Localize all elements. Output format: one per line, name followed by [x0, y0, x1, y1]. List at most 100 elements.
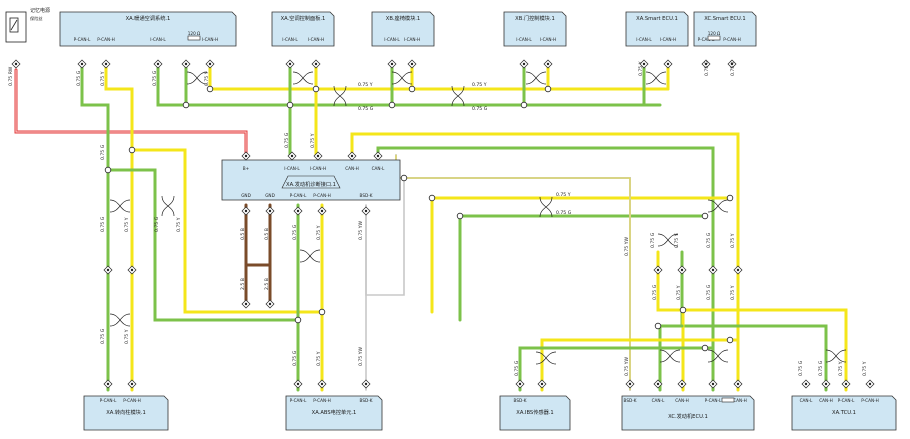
connector-pin-dot [296, 382, 300, 386]
wire-label: 0.75 G [292, 350, 298, 366]
fuse-box: 记忆电源 保险丝 [5, 7, 50, 43]
wire-label: 0.75 Y [838, 361, 844, 376]
twist-icon [659, 349, 681, 363]
wire-label: 0.75 Y [176, 217, 182, 232]
top-bus-green [184, 66, 662, 107]
connector-pin-dot [546, 62, 550, 66]
wire-label: 0.75 Y [862, 361, 868, 376]
wire-label: 0.75 Y [310, 133, 316, 148]
module-name: XA.暖通空调系统.1 [126, 14, 171, 22]
wire-label: 0.75 G [556, 210, 572, 216]
connector-pin-dot [320, 382, 324, 386]
twist-icon [161, 195, 175, 217]
connector-pin-dot [642, 62, 646, 66]
module-name: XA.TCU.1 [832, 410, 856, 416]
pin-label: P-CAN-H [723, 37, 741, 42]
connector-pin-dot [376, 154, 380, 158]
sensor-green [518, 346, 715, 392]
junction-dot [456, 212, 464, 220]
wire-label: 0.75 G [284, 132, 290, 148]
pin-label: P-CAN-H [729, 398, 747, 403]
connector-pin-dot [680, 382, 684, 386]
gateway-pin-top: I-CAN-L [284, 166, 300, 171]
wire-label: 0.75 G [100, 216, 106, 232]
connector-pin-dot [296, 209, 300, 213]
sensor-yellow [540, 338, 740, 392]
gateway-pin-bottom: P-CAN-H [313, 193, 331, 198]
junction-dot [544, 85, 552, 93]
junction-dot [701, 344, 709, 352]
gateway-pin-bottom: GND [265, 193, 275, 198]
junction-dot [318, 308, 326, 316]
junctions [104, 85, 734, 352]
connector-pin-dot [208, 62, 212, 66]
module-name: XC.发动机ECU.1 [668, 412, 708, 420]
twist-icon [333, 85, 347, 107]
junction-dot [520, 101, 528, 109]
connector-pin-dot [244, 209, 248, 213]
module-name: XB.座椅模块.1 [386, 14, 420, 22]
twist-icon [539, 196, 553, 218]
wire-label: 0.75 G [292, 224, 298, 240]
pin-label: P-CAN-L [290, 398, 307, 403]
hvac-pcan-green [80, 66, 110, 392]
gateway-pin-top: B+ [243, 166, 250, 171]
pin-label: I-CAN-H [404, 37, 420, 42]
pin-label: P-CAN-H [97, 37, 115, 42]
connector-pin-dot [106, 382, 110, 386]
ecu-to-can-green [658, 324, 684, 392]
pin-label: CAN-L [800, 398, 813, 403]
connector-pin-dot [14, 62, 18, 66]
wire-label: 0.75 Y [556, 192, 571, 198]
wire-label: 0.75 YW [358, 221, 364, 240]
pin-label: P-CAN-H [123, 398, 141, 403]
wire-label: 2.5 B [264, 278, 270, 290]
twist-icon [391, 71, 413, 85]
connector-pin-dot [184, 62, 188, 66]
pcan-green-horizontal [106, 168, 300, 392]
gateway-name: XA.发动机诊断接口.1 [286, 180, 336, 188]
wire-label: 0.75 YW [358, 347, 364, 366]
connector-pin-dot [540, 382, 544, 386]
junction-dot [128, 146, 136, 154]
connector-pin-dot [106, 268, 110, 272]
wire-label: 0.75 G [704, 60, 710, 76]
pin-label: P-CAN-L [698, 37, 715, 42]
connector-pin-dot [268, 209, 272, 213]
wire-label: 0.75 Y [674, 233, 680, 248]
wire-label: 0.5 B [264, 228, 270, 240]
junction-dot [286, 101, 294, 109]
wire-label: 0.75 G [154, 216, 160, 232]
connector-pin-dot [410, 62, 414, 66]
connector-pin-dot [628, 382, 632, 386]
pin-label: P-CAN-H [861, 398, 879, 403]
twist-icon [292, 71, 314, 85]
junction-dot [400, 174, 408, 182]
junction-dot [654, 322, 662, 330]
connector-pin-dot [868, 382, 872, 386]
twist-icon [109, 313, 131, 327]
connector-pin-dot [736, 268, 740, 272]
resistor-icon [707, 35, 721, 41]
wire-label: 0.75 G [652, 284, 658, 300]
pin-label: P-CAN-L [705, 398, 722, 403]
top-bus-yellow [208, 66, 670, 91]
connector-pin-dot [364, 209, 368, 213]
module-name: XA.IBS传感器.1 [516, 408, 553, 416]
junction-dot [726, 336, 734, 344]
connector-pin-dot [804, 382, 808, 386]
wire-label: 0.75 Y [730, 61, 736, 76]
connector-pin-dot [130, 382, 134, 386]
module-name: XB.门控制模块.1 [515, 14, 555, 22]
twist-icon [645, 71, 667, 85]
ecu-pcan-yellow [656, 250, 848, 392]
wires-layer [14, 66, 848, 392]
wire-label: 0.75 Y [638, 61, 644, 76]
wire-label: 0.75 G [472, 106, 488, 112]
